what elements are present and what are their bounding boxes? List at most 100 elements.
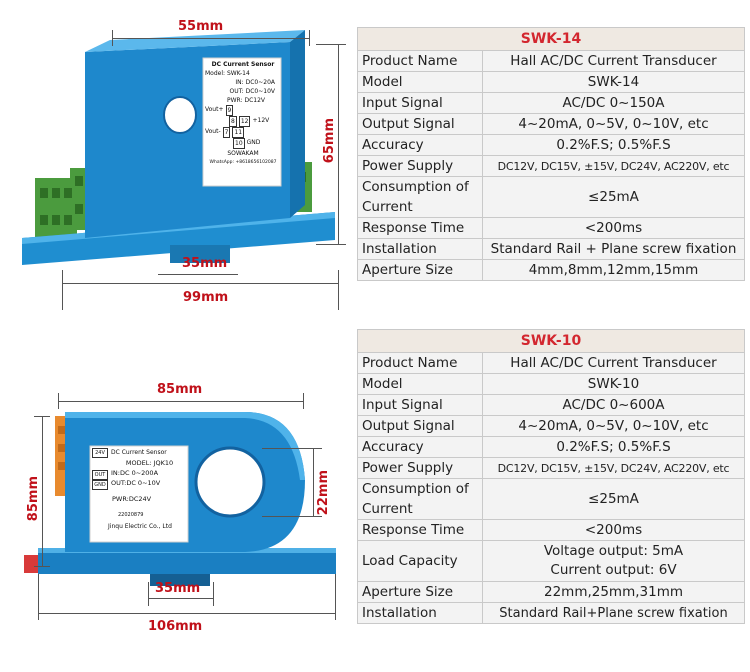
- terminal-label: 24V: [92, 448, 108, 458]
- spec-label: Model: [357, 71, 483, 93]
- spec-label: Power Supply: [357, 155, 483, 177]
- terminal-label: OUT: [92, 470, 108, 480]
- spec-value: 4~20mA, 0~5V, 0~10V, etc: [482, 113, 745, 135]
- table-row: Consumption of Current≤25mA: [357, 478, 745, 520]
- spec-label: Installation: [357, 602, 483, 624]
- pin-number: 7: [222, 127, 231, 138]
- label-line: OUT:DC 0~10V: [111, 479, 161, 487]
- terminal-label: GND: [92, 480, 108, 490]
- label-line: GND: [246, 139, 261, 146]
- spec-label: Input Signal: [357, 92, 483, 114]
- table-row: Consumption of Current≤25mA: [357, 176, 745, 218]
- label-line: +12V: [252, 117, 270, 124]
- dimension-aperture: 22mm: [316, 470, 331, 516]
- spec-label: Power Supply: [357, 457, 483, 479]
- spec-label: Model: [357, 373, 483, 395]
- label-line: 22020879: [118, 512, 144, 518]
- spec-value: AC/DC 0~600A: [482, 394, 745, 416]
- spec-label: Consumption of Current: [357, 176, 483, 218]
- spec-label: Input Signal: [357, 394, 483, 416]
- label-line: DC Current Sensor: [211, 61, 275, 68]
- spec-value: <200ms: [482, 217, 745, 239]
- spec-value: DC12V, DC15V, ±15V, DC24V, AC220V, etc: [482, 155, 745, 177]
- spec-label: Load Capacity: [357, 540, 483, 582]
- load-capacity-voltage: Voltage output: 5mA: [543, 543, 684, 559]
- spec-value: Voltage output: 5mA Current output: 6V: [482, 540, 745, 582]
- label-line: WhatsApp: +8618656102087: [209, 160, 277, 165]
- swk10-product-image: 24V OUT GND DC Current Sensor MODEL: JQK…: [0, 360, 350, 672]
- spec-value: 4mm,8mm,12mm,15mm: [482, 259, 745, 281]
- dimension-total-width: 99mm: [183, 290, 229, 305]
- label-line: IN: DC0~20A: [235, 79, 275, 86]
- spec-value: Standard Rail+Plane screw fixation: [482, 602, 745, 624]
- pin-number: 12: [238, 116, 251, 127]
- swk14-device-drawing: [22, 30, 335, 265]
- spec-label: Response Time: [357, 519, 483, 541]
- label-line: SOWAKAM: [227, 150, 259, 157]
- spec-value: Standard Rail + Plane screw fixation: [482, 238, 745, 260]
- load-capacity-current: Current output: 6V: [550, 562, 677, 578]
- spec-label: Accuracy: [357, 134, 483, 156]
- spec-label: Installation: [357, 238, 483, 260]
- spec-label: Output Signal: [357, 113, 483, 135]
- spec-label: Aperture Size: [357, 581, 483, 603]
- spec-value: AC/DC 0~150A: [482, 92, 745, 114]
- label-line: OUT: DC0~10V: [229, 88, 275, 95]
- spec-label: Output Signal: [357, 415, 483, 437]
- spec-label: Aperture Size: [357, 259, 483, 281]
- spec-label: Consumption of Current: [357, 478, 483, 520]
- pin-number: 11: [232, 127, 245, 138]
- label-line: PWR: DC12V: [226, 97, 265, 104]
- spec-label: Product Name: [357, 352, 483, 374]
- dimension-top-width: 55mm: [178, 19, 224, 34]
- spec-value: Hall AC/DC Current Transducer: [482, 50, 745, 72]
- label-line: Model: SWK-14: [205, 70, 250, 77]
- label-line: Vout-: [205, 128, 221, 135]
- spec-label: Response Time: [357, 217, 483, 239]
- spec-value: 4~20mA, 0~5V, 0~10V, etc: [482, 415, 745, 437]
- label-line: IN:DC 0~200A: [111, 469, 159, 477]
- dimension-total-width: 106mm: [148, 619, 203, 634]
- pin-number: 9: [225, 105, 234, 116]
- label-line: Vout+: [205, 106, 224, 113]
- dimension-rail-width: 35mm: [155, 581, 201, 596]
- spec-value: <200ms: [482, 519, 745, 541]
- swk10-device-drawing: [24, 412, 336, 586]
- swk14-product-image: DC Current Sensor Model: SWK-14 IN: DC0~…: [0, 0, 350, 320]
- label-line: DC Current Sensor: [111, 449, 167, 456]
- label-line: Jinqu Electric Co., Ltd: [108, 523, 172, 530]
- dimension-height: 85mm: [26, 476, 41, 522]
- spec-label: Product Name: [357, 50, 483, 72]
- spec-value: SWK-10: [482, 373, 745, 395]
- swk14-device-label: DC Current Sensor Model: SWK-14 IN: DC0~…: [205, 60, 281, 167]
- dimension-height: 65mm: [322, 118, 337, 164]
- spec-value: ≤25mA: [482, 176, 745, 218]
- swk10-device-label: 24V OUT GND DC Current Sensor MODEL: JQK…: [92, 448, 188, 532]
- spec-value: ≤25mA: [482, 478, 745, 520]
- table-title: SWK-14: [357, 27, 745, 51]
- spec-value: 0.2%F.S; 0.5%F.S: [482, 134, 745, 156]
- dimension-top-width: 85mm: [157, 382, 203, 397]
- spec-value: Hall AC/DC Current Transducer: [482, 352, 745, 374]
- table-title: SWK-10: [357, 329, 745, 353]
- label-line: PWR:DC24V: [112, 495, 152, 503]
- pin-number: 8: [229, 116, 237, 127]
- spec-label: Accuracy: [357, 436, 483, 458]
- spec-value: 0.2%F.S; 0.5%F.S: [482, 436, 745, 458]
